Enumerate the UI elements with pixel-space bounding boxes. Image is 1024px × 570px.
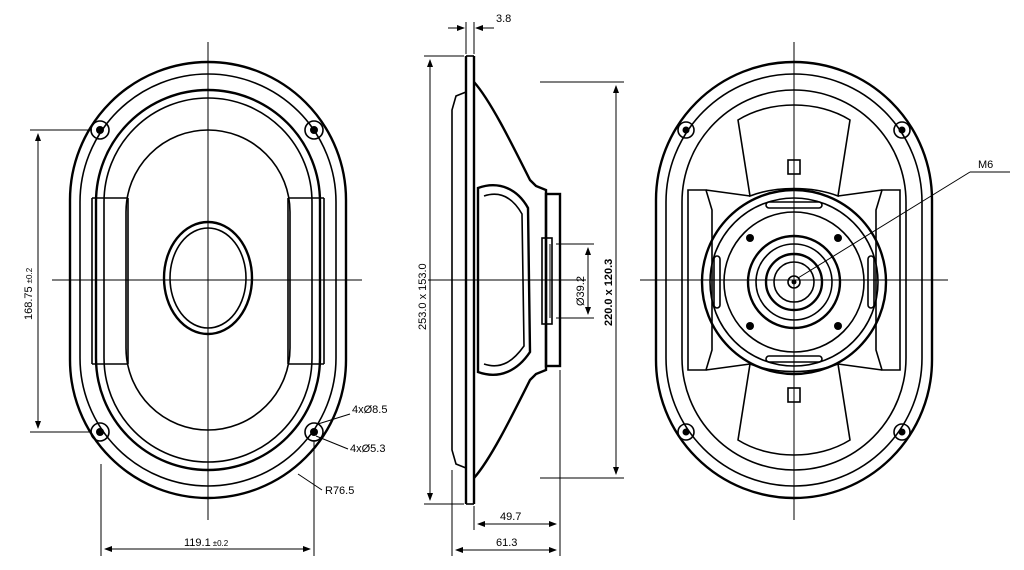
rib-right-top-strut bbox=[837, 189, 883, 197]
rib-left-bottom-strut bbox=[705, 363, 751, 371]
vent-slot-top bbox=[765, 201, 823, 209]
hole-inner-label: 4xØ5.3 bbox=[350, 443, 385, 455]
motor-screw-tl bbox=[746, 234, 754, 242]
rib-right-bottom-strut bbox=[837, 363, 883, 371]
mount-hole-br bbox=[304, 422, 324, 442]
magnet-ring-mid bbox=[755, 243, 833, 321]
rear-mount-hole-tl bbox=[677, 121, 695, 139]
frame-outer-rim bbox=[79, 73, 337, 487]
hole-outer-leader bbox=[317, 413, 351, 425]
basket-window-top bbox=[737, 104, 851, 198]
motor-ring-2 bbox=[709, 197, 879, 367]
center-point bbox=[791, 279, 797, 285]
center-bore bbox=[787, 275, 801, 289]
radius-leader bbox=[297, 473, 323, 491]
side-view: 3.8 253.0 x 153.0 Ø39.2 220.0 x 120.3 49… bbox=[417, 13, 624, 556]
width-dim-label: 119.1±0.2 bbox=[184, 537, 229, 549]
vent-slot-right bbox=[867, 255, 875, 309]
basket-window-bottom bbox=[737, 362, 851, 456]
terminal-top bbox=[787, 159, 801, 175]
motor-screw-bl bbox=[746, 322, 754, 330]
cone-size-label: 220.0 x 120.3 bbox=[603, 259, 615, 326]
flange-thickness-label: 3.8 bbox=[496, 13, 511, 25]
rear-frame-rim bbox=[665, 73, 923, 487]
rear-frame-outer bbox=[654, 60, 934, 500]
rear-mount-hole-br bbox=[893, 423, 911, 441]
magnet-ring-outer bbox=[746, 234, 842, 330]
vent-slot-left bbox=[713, 255, 721, 309]
magnet-pole bbox=[541, 237, 553, 325]
rear-view: M6 bbox=[640, 42, 1010, 520]
dust-cap-outer bbox=[162, 220, 254, 336]
frame-inner-rim bbox=[94, 88, 322, 472]
rear-mount-hole-bl bbox=[677, 423, 695, 441]
depth-b-label: 61.3 bbox=[496, 537, 517, 549]
pole-inner bbox=[773, 261, 815, 303]
mount-hole-tr bbox=[304, 120, 324, 140]
motor-screw-br bbox=[834, 322, 842, 330]
vent-slot-bottom bbox=[765, 355, 823, 363]
motor-ring-1 bbox=[700, 188, 888, 376]
overall-size-label: 253.0 x 153.0 bbox=[417, 263, 429, 330]
surround-inner bbox=[125, 129, 291, 431]
hole-outer-label: 4xØ8.5 bbox=[352, 404, 387, 416]
cone-profile bbox=[476, 184, 532, 376]
motor-ring-3 bbox=[723, 211, 865, 353]
rear-frame-inner bbox=[681, 89, 907, 471]
terminal-bottom bbox=[787, 387, 801, 403]
depth-a-label: 49.7 bbox=[500, 511, 521, 523]
magnet-dia-label: Ø39.2 bbox=[575, 276, 587, 306]
surround-outer bbox=[103, 97, 313, 463]
pole-ring bbox=[764, 252, 824, 312]
dust-cap-inner bbox=[169, 227, 247, 329]
hole-inner-leader bbox=[315, 435, 349, 450]
mount-hole-tl bbox=[90, 120, 110, 140]
thread-label: M6 bbox=[978, 159, 993, 171]
height-dim-label: 168.75±0.2 bbox=[23, 267, 35, 320]
frame-outer-outline bbox=[68, 60, 348, 500]
motor-screw-tr bbox=[834, 234, 842, 242]
front-view: 168.75±0.2 119.1±0.2 4xØ8.5 4xØ5.3 R76.5 bbox=[23, 42, 387, 556]
rib-left-top-strut bbox=[705, 189, 751, 197]
radius-label: R76.5 bbox=[325, 485, 354, 497]
rear-mount-hole-tr bbox=[893, 121, 911, 139]
thread-leader bbox=[797, 171, 971, 279]
